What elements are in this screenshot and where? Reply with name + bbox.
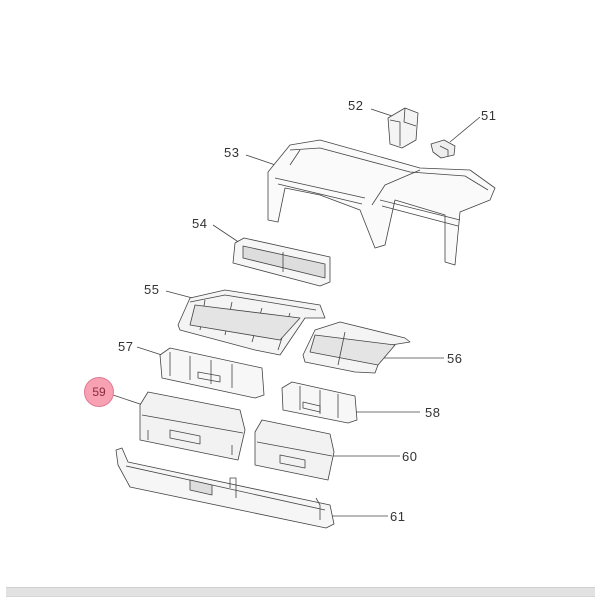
part-59-shape (139, 391, 246, 461)
horizontal-scrollbar[interactable] (6, 587, 595, 597)
part-label-60[interactable]: 60 (402, 449, 418, 464)
leader-59 (112, 394, 144, 406)
part-61-shape (115, 447, 335, 529)
part-56-shape (302, 321, 411, 374)
part-label-53[interactable]: 53 (224, 145, 240, 160)
part-60-shape (254, 419, 335, 481)
part-57-shape (159, 347, 265, 399)
part-55-shape (177, 289, 326, 356)
part-label-57[interactable]: 57 (118, 339, 134, 354)
part-label-55[interactable]: 55 (144, 282, 160, 297)
part-label-54[interactable]: 54 (192, 216, 208, 231)
part-53-shape (267, 139, 496, 266)
part-54-shape (232, 237, 331, 287)
part-52-shape (387, 107, 419, 149)
part-58-shape (281, 381, 358, 424)
leader-51 (449, 116, 481, 143)
part-51-shape (430, 139, 456, 159)
part-label-52[interactable]: 52 (348, 98, 364, 113)
leader-54 (212, 224, 241, 244)
part-label-61[interactable]: 61 (390, 509, 406, 524)
part-label-58[interactable]: 58 (425, 405, 441, 420)
part-label-51[interactable]: 51 (481, 108, 497, 123)
part-label-59-highlighted[interactable]: 59 (84, 377, 114, 407)
part-label-56[interactable]: 56 (447, 351, 463, 366)
